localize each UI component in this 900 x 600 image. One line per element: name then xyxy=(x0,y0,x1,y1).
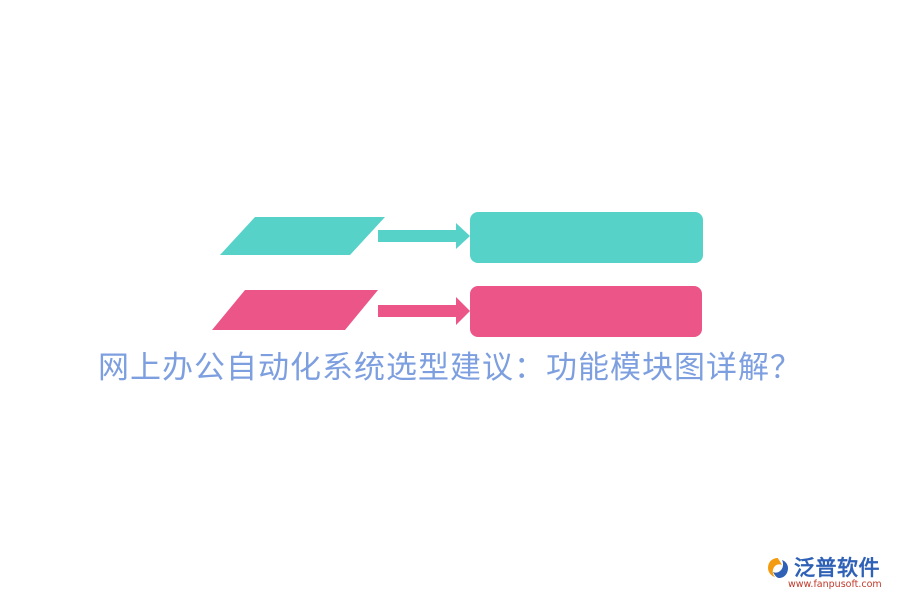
row-2-input-parallelogram xyxy=(212,290,378,330)
fanpu-logo: 泛普软件 www.fanpusoft.com xyxy=(766,552,894,592)
logo-name: 泛普软件 xyxy=(794,556,880,580)
page-title: 网上办公自动化系统选型建议：功能模块图详解？ xyxy=(98,350,802,386)
logo-url: www.fanpusoft.com xyxy=(788,579,882,590)
row-2-arrow xyxy=(378,297,470,325)
row-1-output-box xyxy=(470,212,703,263)
row-1-arrow xyxy=(378,223,470,249)
flow-row-1 xyxy=(220,212,703,263)
fanpu-logo-icon xyxy=(768,558,788,578)
flow-row-2 xyxy=(212,286,702,337)
row-2-output-box xyxy=(470,286,702,337)
row-1-input-parallelogram xyxy=(220,217,385,255)
